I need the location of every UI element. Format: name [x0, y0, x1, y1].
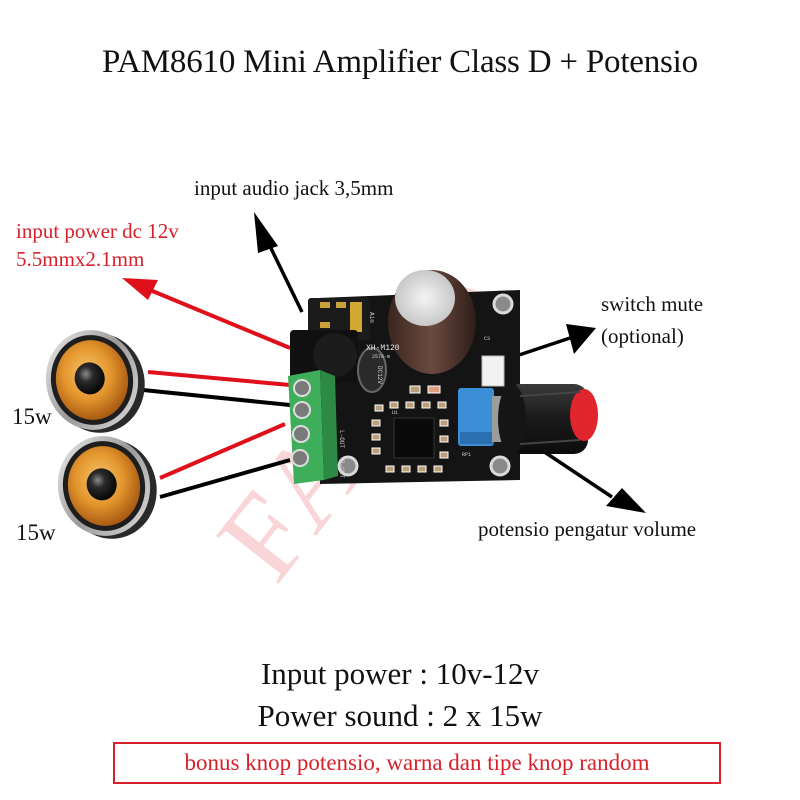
board-lout-label: L-OUT [338, 430, 345, 448]
mounting-hole [337, 455, 359, 477]
board-code-label: 2578-m [372, 354, 390, 360]
wire-red-1 [147, 370, 291, 387]
board-cap-label: C3 [484, 336, 490, 342]
mute-callout-line2: (optional) [601, 324, 684, 348]
board-pot-label: RP1 [462, 452, 471, 458]
mute-callout-line1: switch mute [601, 292, 704, 316]
volume-callout: potensio pengatur volume [478, 517, 697, 541]
bonus-notice: bonus knop potensio, warna dan tipe knop… [113, 742, 721, 784]
board-ain-label: Ain [368, 312, 375, 323]
volume-arrow-head [606, 488, 646, 513]
audio-arrow-head [254, 212, 278, 253]
wire-red-2 [159, 422, 286, 480]
mounting-hole [492, 293, 514, 315]
speaker-1-watt-label: 15w [12, 404, 52, 429]
power-callout-line1: input power dc 12v [16, 219, 179, 243]
page-title: PAM8610 Mini Amplifier Class D + Potensi… [102, 44, 698, 80]
speaker-2-watt-label: 15w [16, 520, 56, 545]
power-arrow-line [149, 288, 291, 350]
audio-arrow-line [264, 237, 304, 313]
wire-black-2 [159, 458, 291, 499]
board-dc-label: DC12V [376, 366, 383, 384]
mounting-hole [489, 455, 511, 477]
spec-input-power: Input power : 10v-12v [260, 656, 540, 691]
wire-black-1 [142, 388, 291, 407]
inductor [357, 347, 387, 393]
board-chip-label: U1 [392, 410, 398, 416]
speaker-wires [142, 370, 291, 499]
board-model-label: XH-M120 [366, 344, 400, 353]
amplifier-chip [393, 417, 435, 459]
audio-jack-callout: input audio jack 3,5mm [194, 176, 394, 200]
callout-arrows [122, 212, 646, 513]
amplifier-board: XH-M120 2578-m DC12V Ain L-OUT R-OUT U1 … [288, 270, 598, 484]
speaker-icon [57, 436, 157, 539]
spec-power-sound: Power sound : 2 x 15w [257, 698, 543, 733]
speaker-icon [45, 330, 145, 433]
power-arrow-head [122, 278, 158, 300]
volume-knob[interactable] [498, 384, 598, 454]
power-callout-line2: 5.5mmx2.1mm [16, 247, 145, 271]
board-rout-label: R-OUT [338, 460, 345, 478]
smd-components [371, 385, 449, 473]
mute-connector [481, 355, 505, 387]
potentiometer [458, 388, 494, 446]
mute-arrow-head [566, 324, 596, 354]
